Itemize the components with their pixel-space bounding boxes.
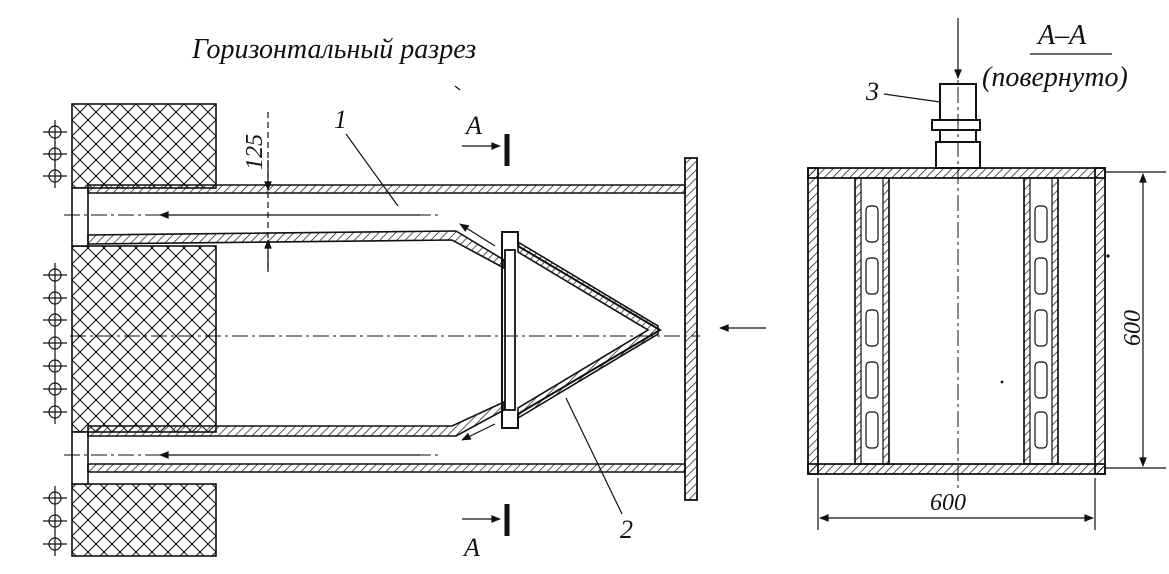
housing-wall-right [1094,167,1106,475]
anchor-symbols-bottom [43,486,67,556]
wall-block-bottom [71,483,217,557]
callout-3-leader [883,93,941,103]
flow-arrow-deflect-bottom [461,423,496,441]
speck [1106,254,1110,258]
wall-opening-top [71,187,89,247]
slot [1034,411,1048,449]
drawing-title: Горизонтальный разрез [191,34,476,65]
slots-left [865,205,879,449]
diffuser-cone-wall [517,240,659,420]
wall-block-top [71,103,217,189]
diffuser-base-plate [504,249,516,411]
callout-3: 3 [865,77,879,106]
callout-1-leader [345,133,399,207]
callout-2: 2 [620,515,633,544]
slotted-plate-right-edge-a [1023,177,1031,465]
slot [1034,361,1048,399]
housing-wall-top [807,167,1106,179]
slot [1034,309,1048,347]
slot [1034,205,1048,243]
slotted-plate-left-edge-a [854,177,862,465]
slot [1034,257,1048,295]
section-a-a: А–А (повернуто) [807,18,1166,530]
anchor-symbols-top [43,120,67,188]
inlet-flange [684,157,698,501]
slotted-plate-left-edge-b [882,177,890,465]
anchor-symbols-middle [43,263,67,424]
slot [865,205,879,243]
section-a-a-title: А–А [1036,20,1087,51]
housing-wall-left [807,167,819,475]
fitting-nut [931,119,981,131]
flow-arrow-deflect-top [459,223,496,247]
wall-opening-bottom [71,431,89,485]
slot [865,257,879,295]
dim-width-label: 600 [930,490,966,516]
slot [865,411,879,449]
slot [865,361,879,399]
callout-1: 1 [334,105,347,134]
section-a-a-subtitle: (повернуто) [982,62,1128,93]
title-mark [454,85,461,91]
slots-right [1034,205,1048,449]
diffuser-cone-outline [501,231,662,429]
slotted-plate-right-edge-b [1051,177,1059,465]
inner-channel-wall-bottom [87,400,505,437]
housing-wall-bottom [807,463,1106,475]
outer-duct-wall-bottom [87,463,686,473]
wall-block-middle [71,245,217,433]
section-marker-bottom: А [462,533,480,562]
dim-height-label: 600 [1120,310,1146,346]
speck [1000,380,1004,384]
inner-channel-wall-top [87,230,505,270]
section-marker-top: А [464,111,482,140]
callout-2-leader [565,397,623,515]
outer-duct-wall-top [87,184,686,194]
slot [865,309,879,347]
dim-125-label: 125 [242,134,268,170]
horizontal-section: 125 1 2 А А [43,103,766,562]
